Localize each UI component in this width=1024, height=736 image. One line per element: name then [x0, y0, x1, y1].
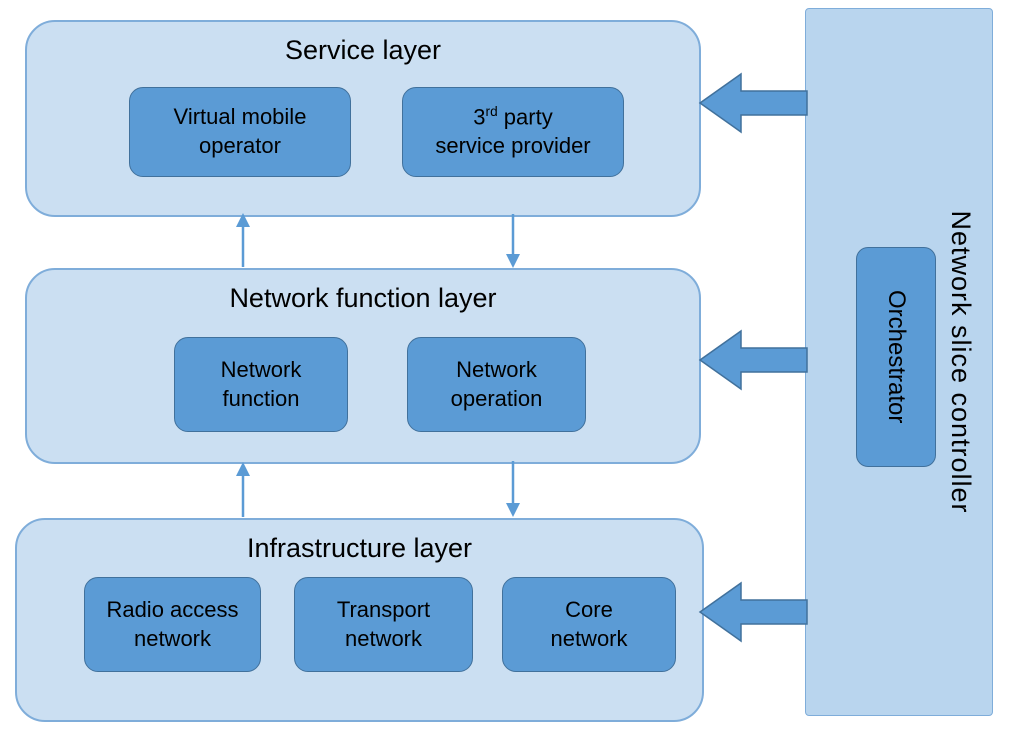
network-operation-label: Network operation: [450, 356, 543, 411]
infrastructure-layer: Infrastructure layer Radio access networ…: [15, 518, 704, 722]
virtual-mobile-operator-box: Virtual mobile operator: [129, 87, 351, 177]
orchestrator-label: Orchestrator: [883, 290, 910, 424]
arrow-up-infrastructure-to-network-function: [236, 462, 250, 517]
network-function-layer-title: Network function layer: [229, 283, 497, 313]
arrow-up-network-function-to-service: [236, 213, 250, 267]
transport-network-box: Transport network: [294, 577, 473, 672]
core-network-label: Core network: [550, 596, 628, 651]
transport-network-label: Transport network: [336, 596, 431, 651]
infrastructure-layer-title: Infrastructure layer: [246, 533, 473, 563]
virtual-mobile-operator-label: Virtual mobile operator: [173, 104, 307, 158]
fat-arrow-controller-to-infrastructure-layer: [698, 581, 808, 643]
orchestrator-box: Orchestrator: [856, 247, 936, 467]
network-operation-box: Network operation: [407, 337, 586, 432]
network-function-label: Network function: [220, 356, 302, 411]
network-function-box: Network function: [174, 337, 348, 432]
core-network-box: Core network: [502, 577, 676, 672]
fat-arrow-controller-to-network-function-layer: [698, 329, 808, 391]
radio-access-network-label: Radio access network: [106, 596, 239, 651]
fat-arrow-controller-to-service-layer: [698, 72, 808, 134]
service-layer-title: Service layer: [284, 35, 442, 65]
radio-access-network-box: Radio access network: [84, 577, 261, 672]
network-slice-controller-label: Network slice controller: [946, 210, 976, 514]
network-slice-controller-panel: Network slice controller Orchestrator: [805, 8, 993, 716]
arrow-down-network-function-to-infrastructure: [506, 461, 520, 517]
service-layer: Service layer Virtual mobile operator 3r…: [25, 20, 701, 217]
network-function-layer: Network function layer Network function …: [25, 268, 701, 464]
arrow-down-service-to-network-function: [506, 214, 520, 268]
